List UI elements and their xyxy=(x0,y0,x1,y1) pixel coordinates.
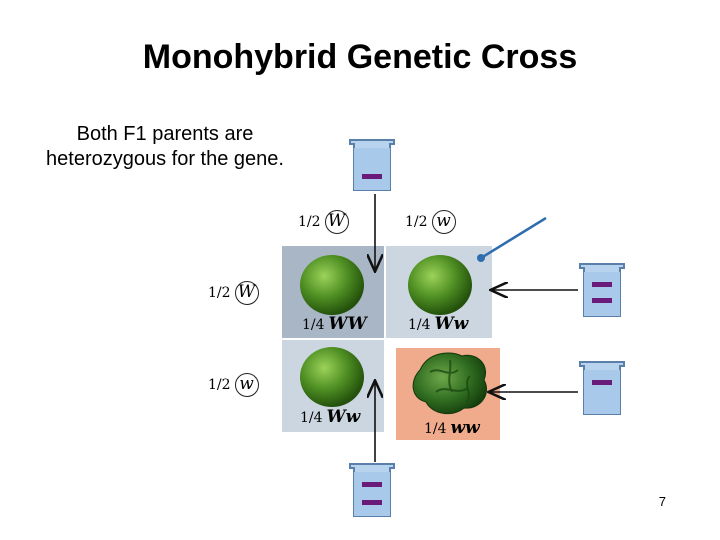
gamete-left-bottom: 1/2 w xyxy=(208,373,259,397)
gamete-top-right: 1/2 w xyxy=(405,210,456,234)
gel-beaker-right-upper xyxy=(578,262,626,318)
gel-band xyxy=(362,500,382,505)
gamete-top-right-allele: w xyxy=(431,210,456,234)
slide-caption: Both F1 parents are heterozygous for the… xyxy=(46,123,284,170)
pointer-dot xyxy=(477,254,485,262)
gamete-top-left: 1/2 W xyxy=(298,210,349,234)
gamete-top-left-fraction: 1/2 xyxy=(298,214,321,230)
gamete-left-bottom-allele: w xyxy=(234,373,259,397)
gel-band xyxy=(592,282,612,287)
gel-band xyxy=(592,298,612,303)
slide-page-number: 7 xyxy=(658,494,666,509)
gamete-left-top: 1/2 W xyxy=(208,281,259,305)
gamete-left-top-allele: W xyxy=(234,281,259,305)
gamete-top-right-fraction: 1/2 xyxy=(405,214,428,230)
offspring-Ww-bottom-fraction: 1/4 xyxy=(300,410,323,426)
gamete-left-bottom-fraction: 1/2 xyxy=(208,377,231,393)
gel-beaker-top xyxy=(348,138,396,192)
offspring-ww-genotype: ww xyxy=(450,418,480,438)
gamete-left-top-fraction: 1/2 xyxy=(208,285,231,301)
gel-band xyxy=(362,174,382,179)
offspring-Ww-top-genotype: Ww xyxy=(434,314,469,334)
offspring-WW-fraction: 1/4 xyxy=(302,317,325,333)
pointer-line xyxy=(480,216,547,260)
offspring-Ww-bottom-genotype: Ww xyxy=(326,407,361,427)
gel-band xyxy=(592,380,612,385)
gamete-top-left-allele: W xyxy=(324,210,349,234)
offspring-ww-fraction: 1/4 xyxy=(424,421,447,437)
pea-round-Ww-top xyxy=(408,255,472,315)
slide-title: Monohybrid Genetic Cross xyxy=(142,38,578,76)
gel-beaker-bottom xyxy=(348,462,396,518)
pea-wrinkle-lines xyxy=(429,359,471,403)
offspring-WW-genotype: WW xyxy=(328,314,367,334)
offspring-Ww-top-fraction: 1/4 xyxy=(408,317,431,333)
gel-beaker-right-lower xyxy=(578,360,626,416)
pea-round-WW xyxy=(300,255,364,315)
pea-round-Ww-bottom xyxy=(300,347,364,407)
gel-band xyxy=(362,482,382,487)
